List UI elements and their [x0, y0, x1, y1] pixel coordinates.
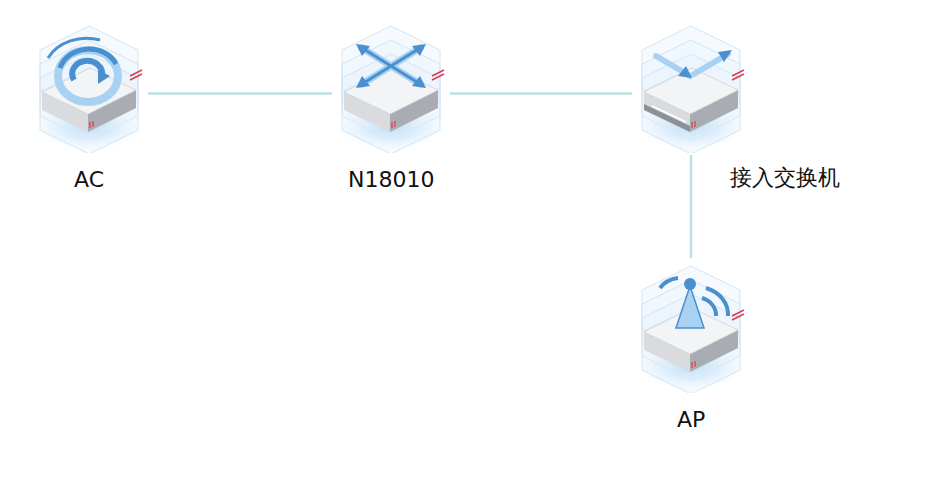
link-line — [148, 92, 332, 95]
device-label: N18010 — [348, 167, 434, 193]
device-node: 接入交换机 — [632, 18, 750, 153]
device-node: AC — [30, 18, 148, 153]
link-line — [450, 92, 632, 95]
device-node: N18010 — [332, 18, 450, 153]
device-node: AP — [632, 258, 750, 393]
device-label: AP — [677, 407, 705, 433]
device-label: 接入交换机 — [730, 165, 840, 191]
device-icon — [632, 18, 750, 153]
device-icon — [332, 18, 450, 153]
device-icon — [30, 18, 148, 153]
device-label: AC — [74, 167, 104, 193]
link-line — [690, 155, 693, 258]
device-icon — [632, 258, 750, 393]
